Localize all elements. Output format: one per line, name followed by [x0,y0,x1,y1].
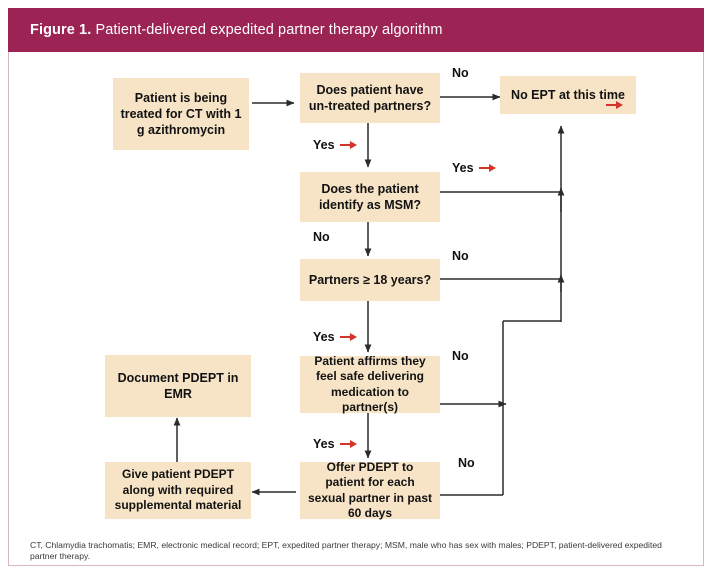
edge-label-untreated-yes: Yes [313,138,358,152]
node-partners-age[interactable]: Partners ≥ 18 years? [300,259,440,301]
edge-label-age-no: No [452,249,469,263]
red-arrow-icon [339,440,358,449]
edge-label-text: No [452,249,469,263]
red-arrow-icon [478,164,497,173]
node-no-ept[interactable]: No EPT at this time [500,76,636,114]
node-document-pdept[interactable]: Document PDEPT in EMR [105,355,251,417]
edge-label-text: No [452,349,469,363]
edge-label-safe-yes: Yes [313,437,358,451]
edge-label-text: Yes [313,330,335,344]
node-untreated-partners[interactable]: Does patient have un-treated partners? [300,73,440,123]
figure-footnote: CT, Chlamydia trachomatis; EMR, electron… [30,540,662,561]
figure-title: Figure 1. Patient-delivered expedited pa… [30,22,443,38]
edge-label-msm-no: No [313,230,330,244]
red-arrow-icon [339,141,358,150]
node-msm[interactable]: Does the patient identify as MSM? [300,172,440,222]
node-offer-pdept[interactable]: Offer PDEPT to patient for each sexual p… [300,460,440,520]
figure-title-text: Patient-delivered expedited partner ther… [95,22,443,38]
node-no-ept-label: No EPT at this time [511,88,625,102]
edge-label-text: No [313,230,330,244]
edge-label-text: No [458,456,475,470]
node-start[interactable]: Patient is being treated for CT with 1 g… [113,78,249,150]
edge-label-text: Yes [313,138,335,152]
edge-label-untreated-no: No [452,66,469,80]
red-arrow-icon [339,333,358,342]
edge-label-safe-no: No [452,349,469,363]
node-give-pdept[interactable]: Give patient PDEPT along with required s… [105,462,251,519]
edge-label-text: Yes [313,437,335,451]
red-arrow-icon [606,100,624,109]
edge-label-offer-no: No [458,456,475,470]
figure-number-label: Figure 1. [30,22,92,38]
edge-label-text: No [452,66,469,80]
figure-header-bar: Figure 1. Patient-delivered expedited pa… [8,8,704,52]
edge-label-msm-yes: Yes [452,161,497,175]
node-safe-delivery[interactable]: Patient affirms they feel safe deliverin… [300,354,440,414]
edge-label-age-yes: Yes [313,330,358,344]
edge-label-text: Yes [452,161,474,175]
